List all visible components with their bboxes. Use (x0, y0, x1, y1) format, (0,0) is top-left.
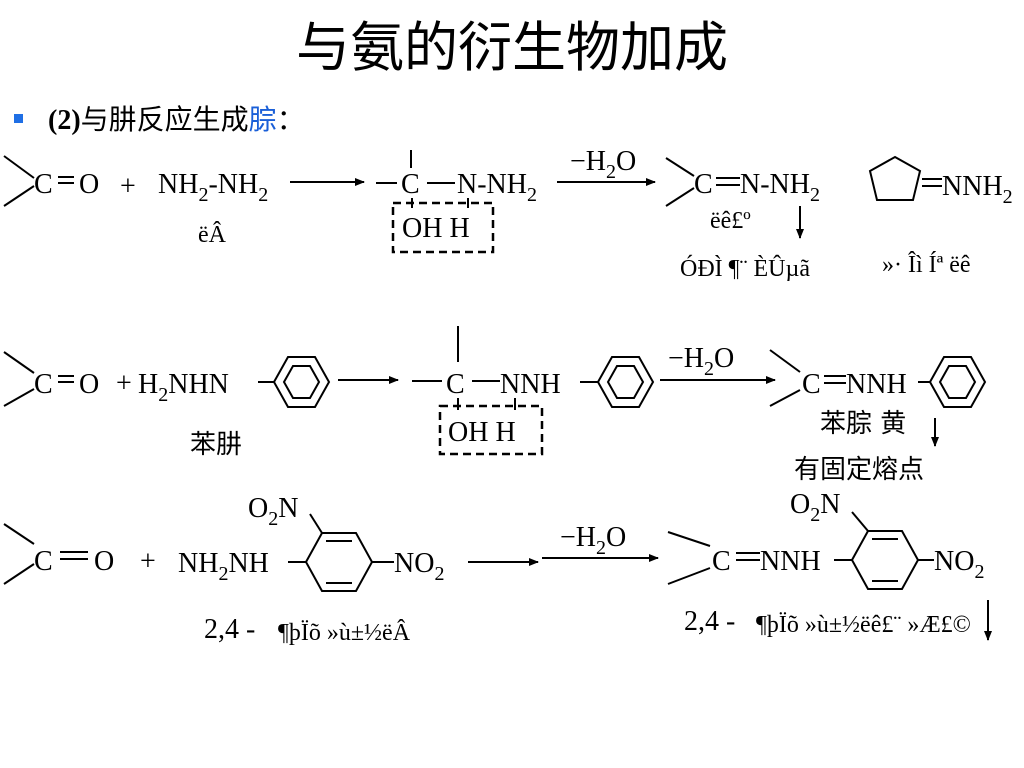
row1-reagent-nh: NH (158, 169, 198, 200)
row2-intermediate: C NNH OH H (412, 326, 655, 456)
row2-carbonyl: C O (3, 351, 99, 407)
row3-product: C NNH (667, 511, 934, 590)
row3-minus-water: −H2O (560, 522, 626, 559)
row1-inter-c: C (401, 169, 420, 200)
row2-benzene-1 (272, 356, 331, 408)
row3-reagent: NH2NH (178, 548, 269, 585)
row1-minus-water: −H2O (570, 146, 636, 183)
cyclopentane-ring (868, 155, 922, 201)
row1-ring-prod: NNH2 (942, 171, 1013, 208)
row3-prod-o2n: O2N (790, 489, 840, 526)
row1-carbonyl-c: C (34, 169, 53, 200)
row1-prod-note: ÓÐÌ ¶¨ ÈÛµã (680, 255, 810, 282)
row3-prod-no2: NO2 (934, 546, 984, 583)
row3-reagent-name: ¶þÏõ »ù±½ëÂ (278, 620, 411, 646)
row3-prod-c: C (712, 546, 731, 577)
row2-inter-c: C (446, 369, 465, 400)
row3-plus: + (140, 546, 156, 577)
page-title: 与氨的衍生物加成 (296, 16, 728, 79)
row2-carbonyl-o: O (79, 369, 99, 400)
row2-dashed-box (438, 404, 544, 456)
row2-inter-oh: OH H (448, 417, 516, 448)
row1-inter-n: N-NH2 (457, 169, 537, 206)
row1-product: C N-NH2 (665, 157, 820, 207)
row1-prod-rest: N-NH2 (740, 169, 820, 206)
row2-prod-note: 有固定熔点 (794, 455, 924, 485)
row1-ring-note: »· Îì Íª ëê (882, 252, 971, 278)
row2-plus: + (116, 368, 132, 399)
row3-prod-name: ¶þÏõ »ù±½ëê£¨ »Æ£© (756, 612, 971, 638)
subtitle-number: (2) (48, 105, 81, 136)
row2-prod-c: C (802, 369, 821, 400)
subtitle-highlight: 腙 (248, 103, 277, 136)
row3-benzene-1 (304, 532, 374, 592)
row2-reagent-name: 苯肼 (190, 430, 242, 460)
row1-reagent-name: ëÂ (198, 222, 227, 248)
bullet-square-icon (14, 114, 23, 123)
row2-inter-n: NNH (500, 369, 561, 400)
row2-reagent: H2NHN (138, 369, 229, 406)
row2-carbonyl-c: C (34, 369, 53, 400)
row1-reagent-sub2: 2 (258, 184, 268, 206)
row1-prod-name: ëê£º (710, 208, 751, 234)
row3-no2: NO2 (394, 548, 444, 585)
row2-prod-name: 苯腙 黄 (820, 409, 906, 439)
row2-prod-rest: NNH (846, 369, 907, 400)
row1-reagent-dash: -NH (208, 169, 258, 200)
subtitle-text: 与肼反应生成 (80, 103, 249, 136)
row1-carbonyl: C O (3, 155, 99, 207)
row1-inter-oh: OH H (402, 213, 470, 244)
row3-reagent-name-prefix: 2,4 - (204, 614, 255, 645)
row2-product: C NNH (769, 349, 987, 408)
row1-intermediate: C N-NH2 OH H (376, 150, 537, 254)
row1-prod-c: C (694, 169, 713, 200)
row1-reagent: NH2-NH2 (158, 169, 268, 206)
row3-carbonyl-o: O (94, 546, 114, 577)
row1-carbonyl-o: O (79, 169, 99, 200)
row1-plus: + (120, 171, 136, 202)
subtitle-colon: ： (276, 103, 305, 136)
row1-cyclopentanone-hydrazone: NNH2 (868, 155, 1013, 208)
row3-o2n: O2N (248, 493, 298, 530)
subtitle: (2)与肼反应生成腙： (48, 100, 305, 141)
row2-minus-water: −H2O (668, 343, 734, 380)
row3-carbonyl: C O (3, 523, 114, 585)
row3-prod-rest: NNH (760, 546, 821, 577)
row3-carbonyl-c: C (34, 546, 53, 577)
row3-prod-name-prefix: 2,4 - (684, 606, 735, 637)
row1-reagent-sub: 2 (198, 184, 208, 206)
row1-dashed-box (391, 201, 495, 254)
